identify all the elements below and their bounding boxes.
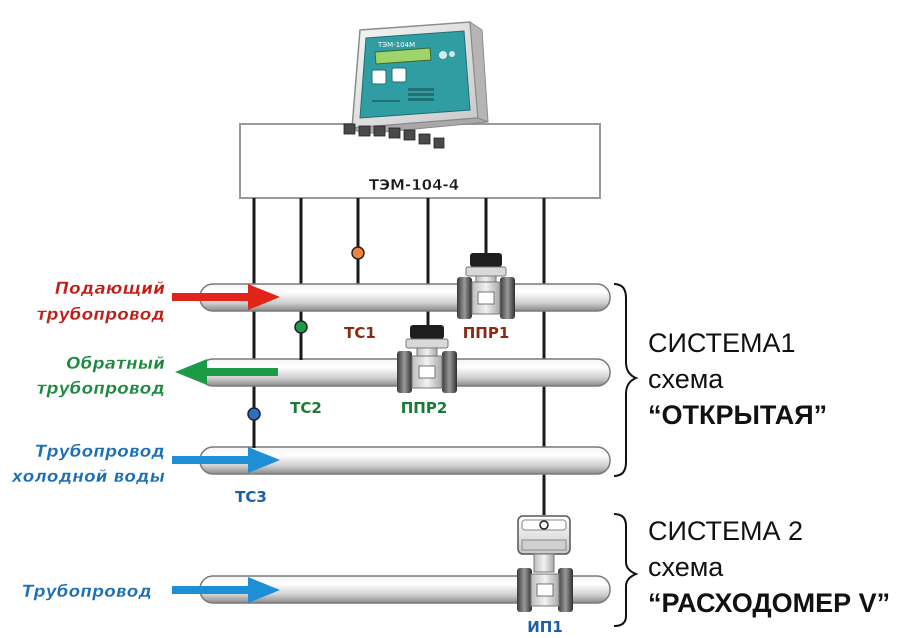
return-arrow: [175, 359, 278, 385]
device-display: [374, 47, 432, 65]
label-tc1: ТС1: [344, 324, 376, 342]
label-ppr2: ППР2: [401, 399, 448, 417]
temperature-sensor-tc2: [294, 320, 308, 360]
system1-scheme-name: “ОТКРЫТАЯ”: [648, 400, 827, 430]
label-return-line2: трубопровод: [37, 379, 165, 399]
device-key-right: [391, 67, 407, 83]
temperature-sensor-tc1: [351, 246, 365, 260]
system2-scheme-name: “РАСХОДОМЕР V”: [648, 588, 890, 618]
supply-arrow: [172, 284, 280, 310]
label-bottom-pipe: Трубопровод: [22, 582, 152, 602]
device-model-label: ТЭМ-104М: [377, 41, 415, 49]
label-return-line1: Обратный: [66, 354, 165, 374]
label-supply-line1: Подающий: [55, 279, 165, 299]
cable-glands: [343, 123, 445, 149]
flow-converter-ip1: [517, 515, 573, 612]
label-tc3: ТС3: [235, 488, 267, 506]
cold-water-arrow: [172, 447, 280, 473]
system1-title: СИСТЕМА1: [648, 328, 796, 358]
label-ppr1: ППР1: [463, 324, 510, 342]
label-supply-line2: трубопровод: [37, 305, 165, 325]
device-key-left: [371, 69, 387, 85]
flow-meter-ppr2: [397, 325, 457, 393]
system2-brace: [613, 513, 639, 627]
system2-scheme-label: схема: [648, 552, 724, 582]
system2-title: СИСТЕМА 2: [648, 516, 803, 546]
heat-calculator-device: ТЭМ-104М: [343, 21, 489, 149]
device-title: ТЭМ-104-4: [369, 176, 459, 194]
label-tc2: ТС2: [290, 399, 322, 417]
label-cold-line2: холодной воды: [11, 467, 165, 487]
system1-scheme-label: схема: [648, 364, 724, 394]
temperature-sensor-tc3: [247, 407, 261, 448]
flow-meter-ppr1: [457, 252, 515, 319]
bottom-arrow: [172, 577, 280, 603]
label-ip1: ИП1: [527, 618, 563, 636]
system1-brace: [613, 283, 639, 477]
label-cold-line1: Трубопровод: [35, 442, 165, 462]
